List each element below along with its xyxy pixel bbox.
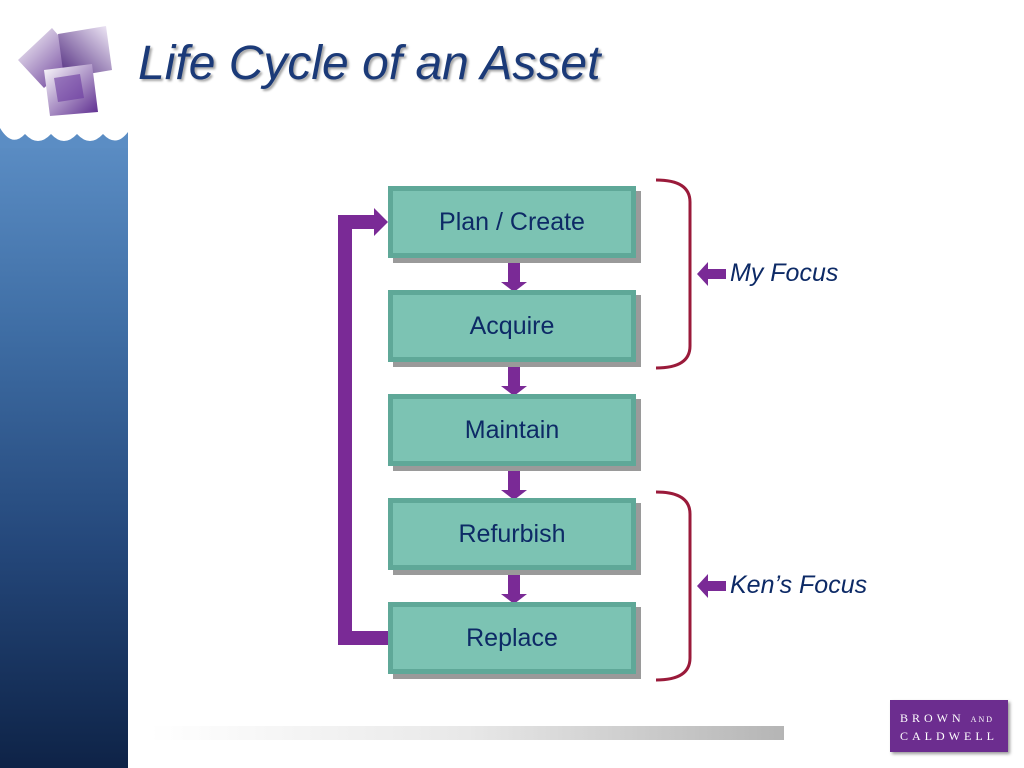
wave-divider [0,128,128,148]
loop-arrow [338,208,388,645]
down-arrow [501,260,527,292]
focus-brackets [655,178,726,682]
page-title: Life Cycle of an Asset [138,37,601,90]
focus-pointer-arrow [697,574,726,598]
cubes-logo-icon [18,26,112,116]
company-logo: BROWN AND CALDWELL [890,700,1008,752]
footer-gradient-line [150,726,784,740]
focus-label-my-focus: My Focus [730,259,839,287]
loop-back-arrow [338,208,388,645]
logo-line1: BROWN [900,711,965,725]
bracket-ken-s-focus [655,490,692,682]
stage-label: Plan / Create [393,191,631,253]
bracket-my-focus [655,178,692,370]
stage-box-acquire: Acquire [388,290,641,367]
stage-box-maintain: Maintain [388,394,641,471]
sidebar-gradient-band [0,140,128,768]
stage-box-plan-create: Plan / Create [388,186,641,263]
stage-box-replace: Replace [388,602,641,679]
down-arrow [501,468,527,500]
connector-arrows [501,260,527,604]
down-arrow [501,364,527,396]
stage-label: Replace [393,607,631,669]
stage-label: Maintain [393,399,631,461]
logo-line1-suffix: AND [970,715,995,724]
stage-label: Refurbish [393,503,631,565]
focus-label-ken-s-focus: Ken’s Focus [730,571,868,599]
stage-label: Acquire [393,295,631,357]
down-arrow [501,572,527,604]
logo-line2: CALDWELL [900,729,998,743]
focus-pointer-arrow [697,262,726,286]
stage-box-refurbish: Refurbish [388,498,641,575]
